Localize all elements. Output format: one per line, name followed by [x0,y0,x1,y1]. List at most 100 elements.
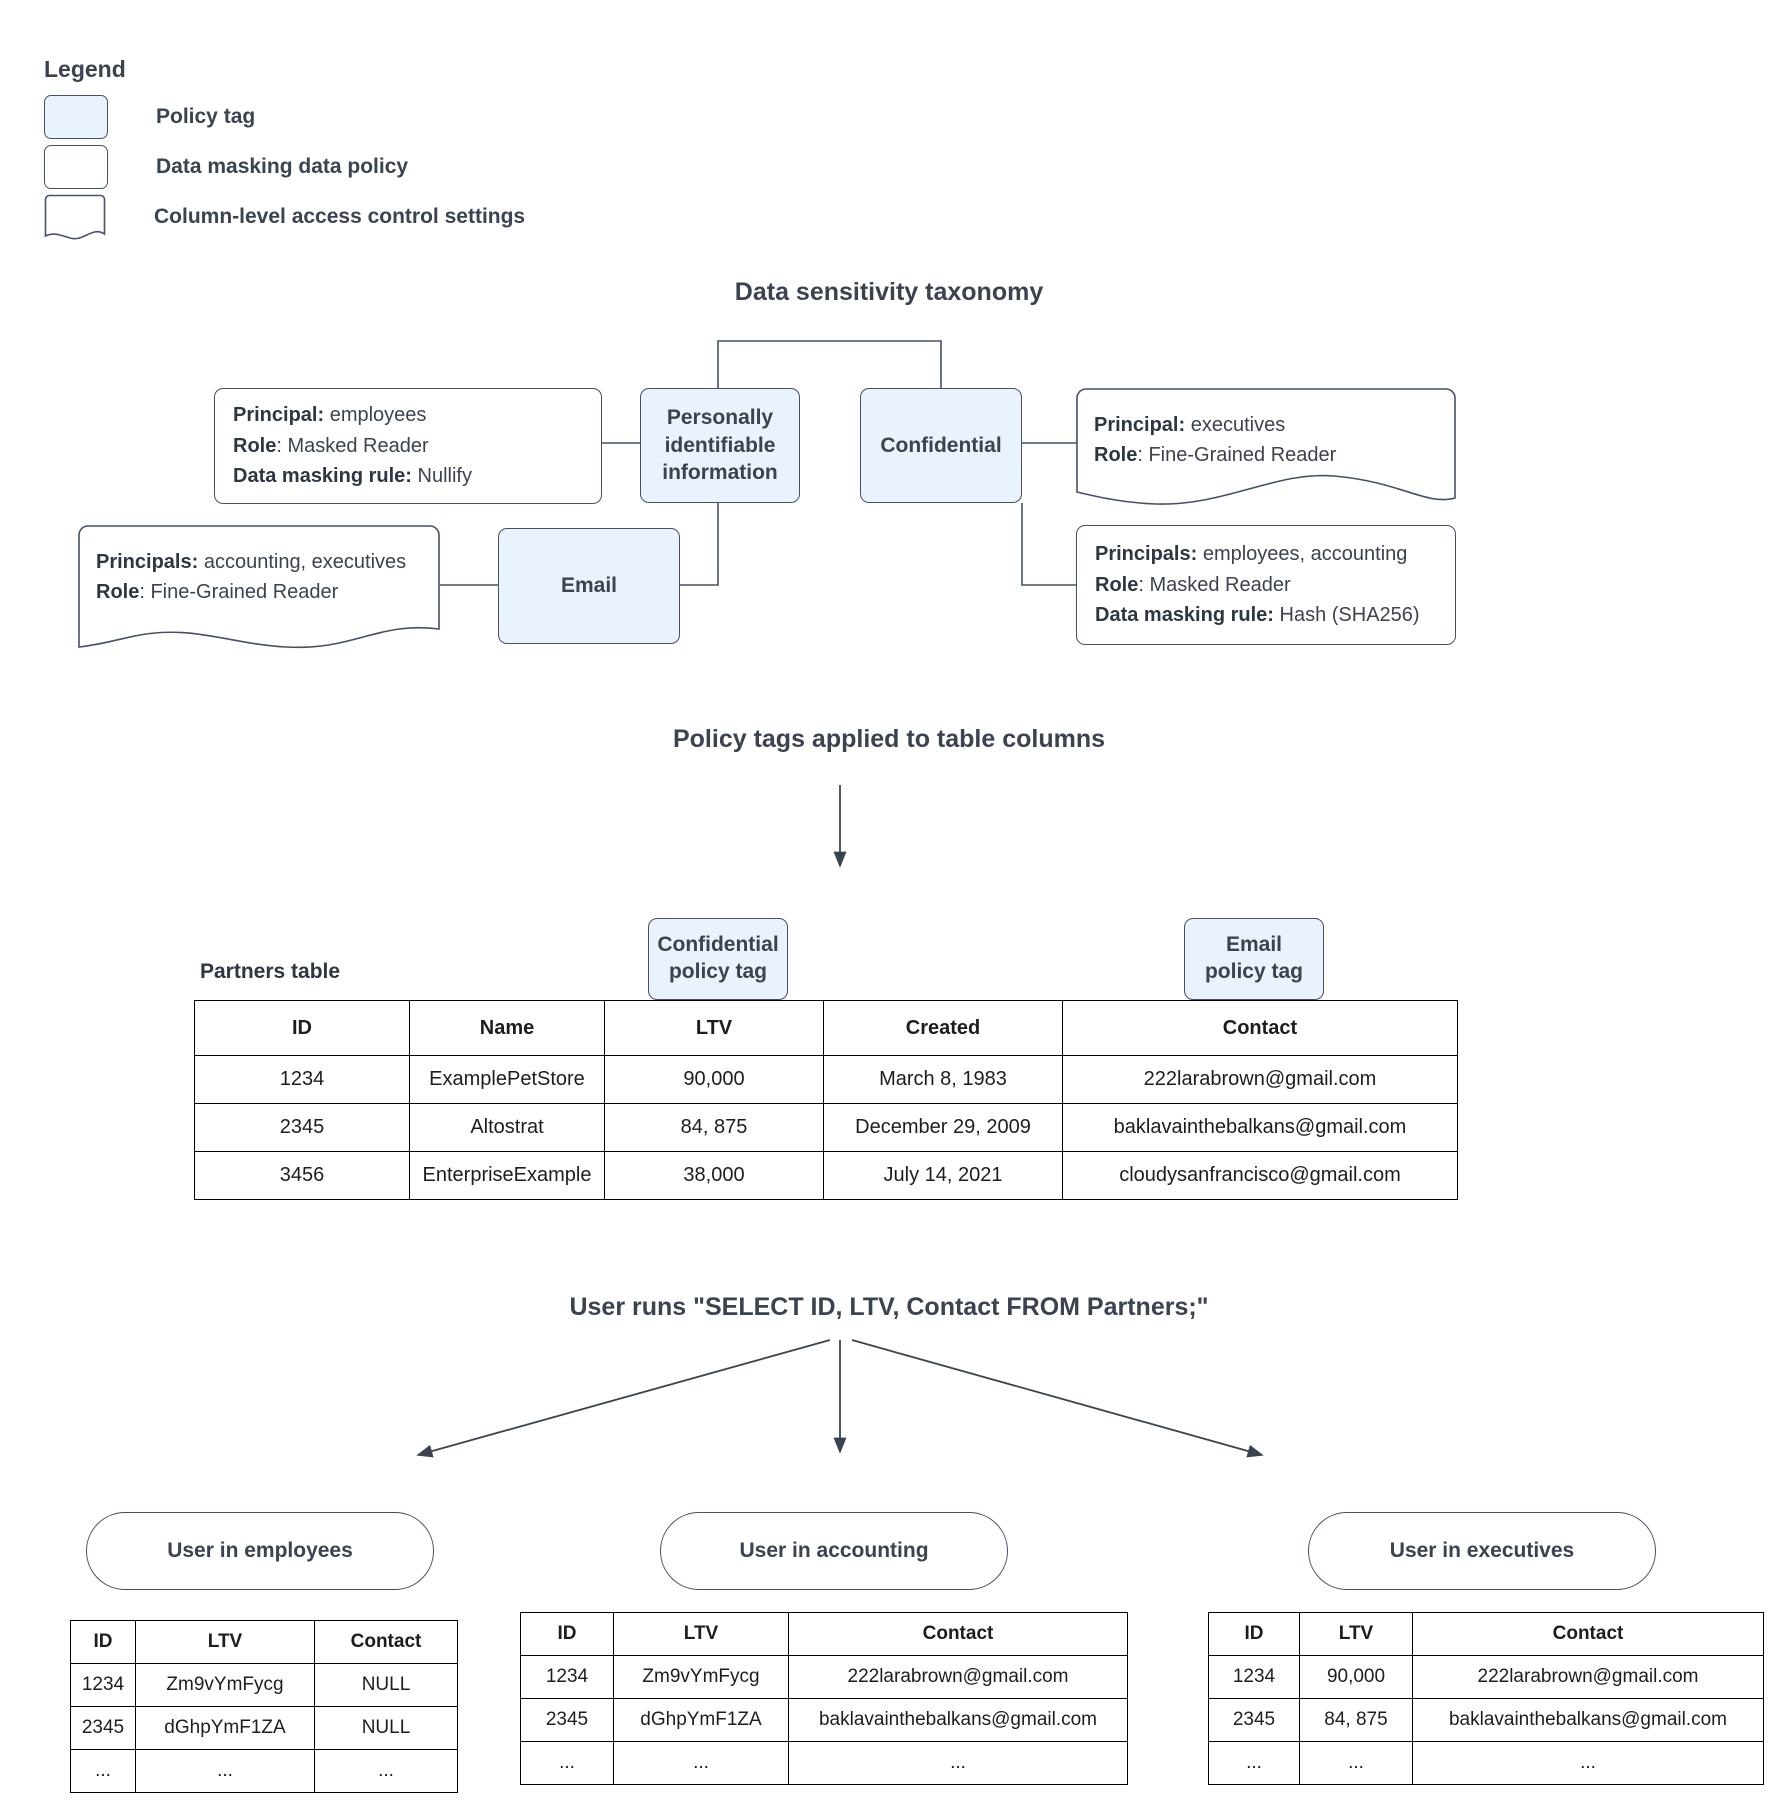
policy-tag-swatch-icon [44,95,108,139]
data-masking-policy-confidential: Principals: employees, accounting Role: … [1076,525,1456,645]
cell-name: ExamplePetStore [409,1055,605,1104]
cell-contact: ... [314,1749,458,1793]
result-table-employees: ID LTV Contact 1234 Zm9vYmFycg NULL 2345… [70,1620,458,1793]
cell-ltv: 90,000 [1299,1655,1413,1699]
taxonomy-title: Data sensitivity taxonomy [734,278,1044,306]
legend-row-column-access: Column-level access control settings [44,193,664,241]
policy-tag-pii-label: Personally identifiable information [662,405,778,485]
cell-contact: ... [788,1741,1128,1785]
cell-created: July 14, 2021 [823,1151,1063,1200]
principal-value: executives [1185,414,1286,436]
table-row: ... ... ... [520,1741,1128,1785]
table-row: 2345 84, 875 baklavainthebalkans@gmail.c… [1208,1698,1764,1742]
cell-name: Altostrat [409,1103,605,1152]
policy-tag-chip-email[interactable]: Email policy tag [1184,918,1324,1000]
cell-contact: baklavainthebalkans@gmail.com [788,1698,1128,1742]
policy-tag-confidential[interactable]: Confidential [860,388,1022,503]
column-access-settings-confidential: Principal: executives Role: Fine-Grained… [1076,388,1456,510]
role-value: : Fine-Grained Reader [1137,444,1337,467]
cell-ltv: 38,000 [604,1151,824,1200]
user-node-employees[interactable]: User in employees [86,1512,434,1590]
cell-ltv: 84, 875 [604,1103,824,1152]
cell-contact: 222larabrown@gmail.com [1062,1055,1458,1104]
column-header-ltv: LTV [604,1000,824,1056]
table-row: 1234 90,000 222larabrown@gmail.com [1208,1655,1764,1699]
cell-contact: 222larabrown@gmail.com [788,1655,1128,1699]
applied-title: Policy tags applied to table columns [672,725,1106,753]
cell-id: 1234 [520,1655,614,1699]
table-row: 2345 Altostrat 84, 875 December 29, 2009… [194,1103,1458,1152]
policy-tag-email[interactable]: Email [498,528,680,644]
cell-ltv: 90,000 [604,1055,824,1104]
table-row: ... ... ... [1208,1741,1764,1785]
cell-id: 1234 [70,1663,136,1707]
cell-ltv: dGhpYmF1ZA [135,1706,315,1750]
cell-id: ... [1208,1741,1300,1785]
data-masking-swatch-icon [44,145,108,189]
column-header-contact: Contact [314,1620,458,1664]
result-table-wrap-accounting: ID LTV Contact 1234 Zm9vYmFycg 222larabr… [520,1612,1128,1785]
policy-principal-line: Principal: employees [233,400,583,430]
table-row: ... ... ... [70,1749,458,1793]
role-label: Role [96,581,140,604]
cell-ltv: 84, 875 [1299,1698,1413,1742]
legend-row-policy-tag: Policy tag [44,93,664,141]
table-row: 3456 EnterpriseExample 38,000 July 14, 2… [194,1151,1458,1200]
role-label: Role [233,434,277,457]
user-node-employees-label: User in employees [167,1539,353,1562]
column-header-id: ID [520,1612,614,1656]
table-header-row: ID LTV Contact [1208,1612,1764,1656]
column-access-settings-email: Principals: accounting, executives Role:… [78,525,440,649]
policy-rule-line: Data masking rule: Hash (SHA256) [1095,600,1437,630]
user-node-executives[interactable]: User in executives [1308,1512,1656,1590]
policy-tag-chip-email-line1: Email [1225,933,1283,957]
table-row: 1234 Zm9vYmFycg NULL [70,1663,458,1707]
policy-principal-line: Principals: employees, accounting [1095,539,1437,569]
column-header-name: Name [409,1000,605,1056]
rule-value: Nullify [411,465,472,488]
policy-role-line: Role: Masked Reader [1095,570,1437,600]
legend-label-column-access: Column-level access control settings [154,205,526,228]
policy-tag-chip-email-line2: policy tag [1204,960,1304,983]
cell-created: December 29, 2009 [823,1103,1063,1152]
user-node-accounting[interactable]: User in accounting [660,1512,1008,1590]
policy-tag-chip-confidential-line2: policy tag [668,960,768,983]
user-node-accounting-label: User in accounting [739,1539,929,1562]
column-header-created: Created [823,1000,1063,1056]
cell-contact: 222larabrown@gmail.com [1412,1655,1764,1699]
cell-ltv: Zm9vYmFycg [613,1655,789,1699]
principal-label: Principals: [1095,543,1198,566]
table-header-row: ID LTV Contact [70,1620,458,1664]
cell-id: 2345 [194,1103,410,1152]
cell-created: March 8, 1983 [823,1055,1063,1104]
role-value: : Fine-Grained Reader [139,581,339,604]
legend: Legend Policy tag Data masking data poli… [44,56,664,243]
legend-title: Legend [44,56,126,82]
column-header-ltv: LTV [135,1620,315,1664]
table-row: 2345 dGhpYmF1ZA baklavainthebalkans@gmai… [520,1698,1128,1742]
cell-ltv: Zm9vYmFycg [135,1663,315,1707]
principal-value: employees [324,404,427,427]
column-header-contact: Contact [1412,1612,1764,1656]
table-row: 1234 ExamplePetStore 90,000 March 8, 198… [194,1055,1458,1104]
cell-ltv: ... [613,1741,789,1785]
policy-tag-confidential-label: Confidential [880,433,1002,457]
principal-label: Principals: [96,551,199,573]
column-access-swatch-icon [44,194,106,240]
cell-contact: NULL [314,1663,458,1707]
cell-ltv: ... [135,1749,315,1793]
partners-table: ID Name LTV Created Contact 1234 Example… [194,1000,1458,1200]
role-value: : Masked Reader [1138,573,1291,596]
policy-tag-pii[interactable]: Personally identifiable information [640,388,800,503]
data-masking-policy-pii: Principal: employees Role: Masked Reader… [214,388,602,504]
result-table-wrap-employees: ID LTV Contact 1234 Zm9vYmFycg NULL 2345… [70,1620,458,1793]
policy-role-line: Role: Masked Reader [233,431,583,461]
rule-label: Data masking rule: [233,465,412,488]
partners-table-wrap: ID Name LTV Created Contact 1234 Example… [194,1000,1458,1200]
policy-tag-chip-confidential[interactable]: Confidential policy tag [648,918,788,1000]
cell-contact: ... [1412,1741,1764,1785]
principal-value: employees, accounting [1197,543,1408,566]
result-table-wrap-executives: ID LTV Contact 1234 90,000 222larabrown@… [1208,1612,1764,1785]
policy-role-line: Role: Fine-Grained Reader [1094,440,1438,470]
cell-contact: baklavainthebalkans@gmail.com [1412,1698,1764,1742]
